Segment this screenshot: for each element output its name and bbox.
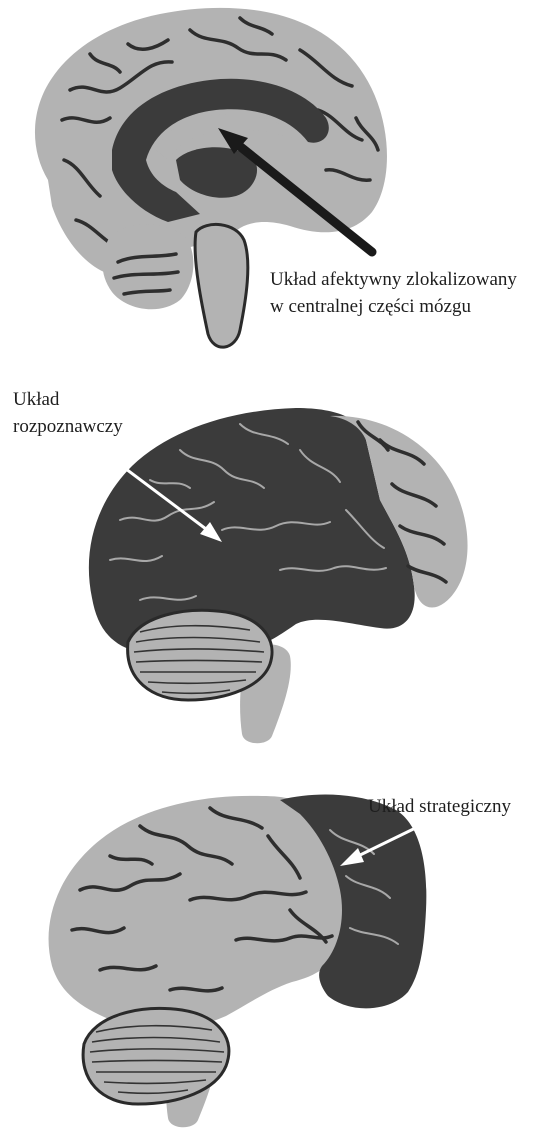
cerebellum — [102, 224, 193, 309]
posterior-region-light — [49, 796, 347, 1031]
affective-network-panel: Układ afektywny zlokalizowany w centraln… — [0, 0, 547, 380]
recognition-label-line1: Układ — [13, 389, 59, 410]
recognition-network-panel: Układ rozpoznawczy — [0, 380, 547, 760]
strategic-label-text: Układ strategiczny — [368, 796, 511, 817]
strategic-network-label: Układ strategiczny — [368, 793, 511, 820]
affective-label-line2: w centralnej części mózgu — [270, 296, 471, 317]
recognition-network-label: Układ rozpoznawczy — [13, 386, 123, 440]
strategic-network-panel: Układ strategiczny — [0, 760, 547, 1140]
affective-label-line1: Układ afektywny zlokalizowany — [270, 269, 517, 290]
affective-network-label: Układ afektywny zlokalizowany w centraln… — [270, 266, 517, 320]
recognition-label-line2: rozpoznawczy — [13, 416, 123, 437]
medial-brain-illustration — [0, 0, 547, 380]
